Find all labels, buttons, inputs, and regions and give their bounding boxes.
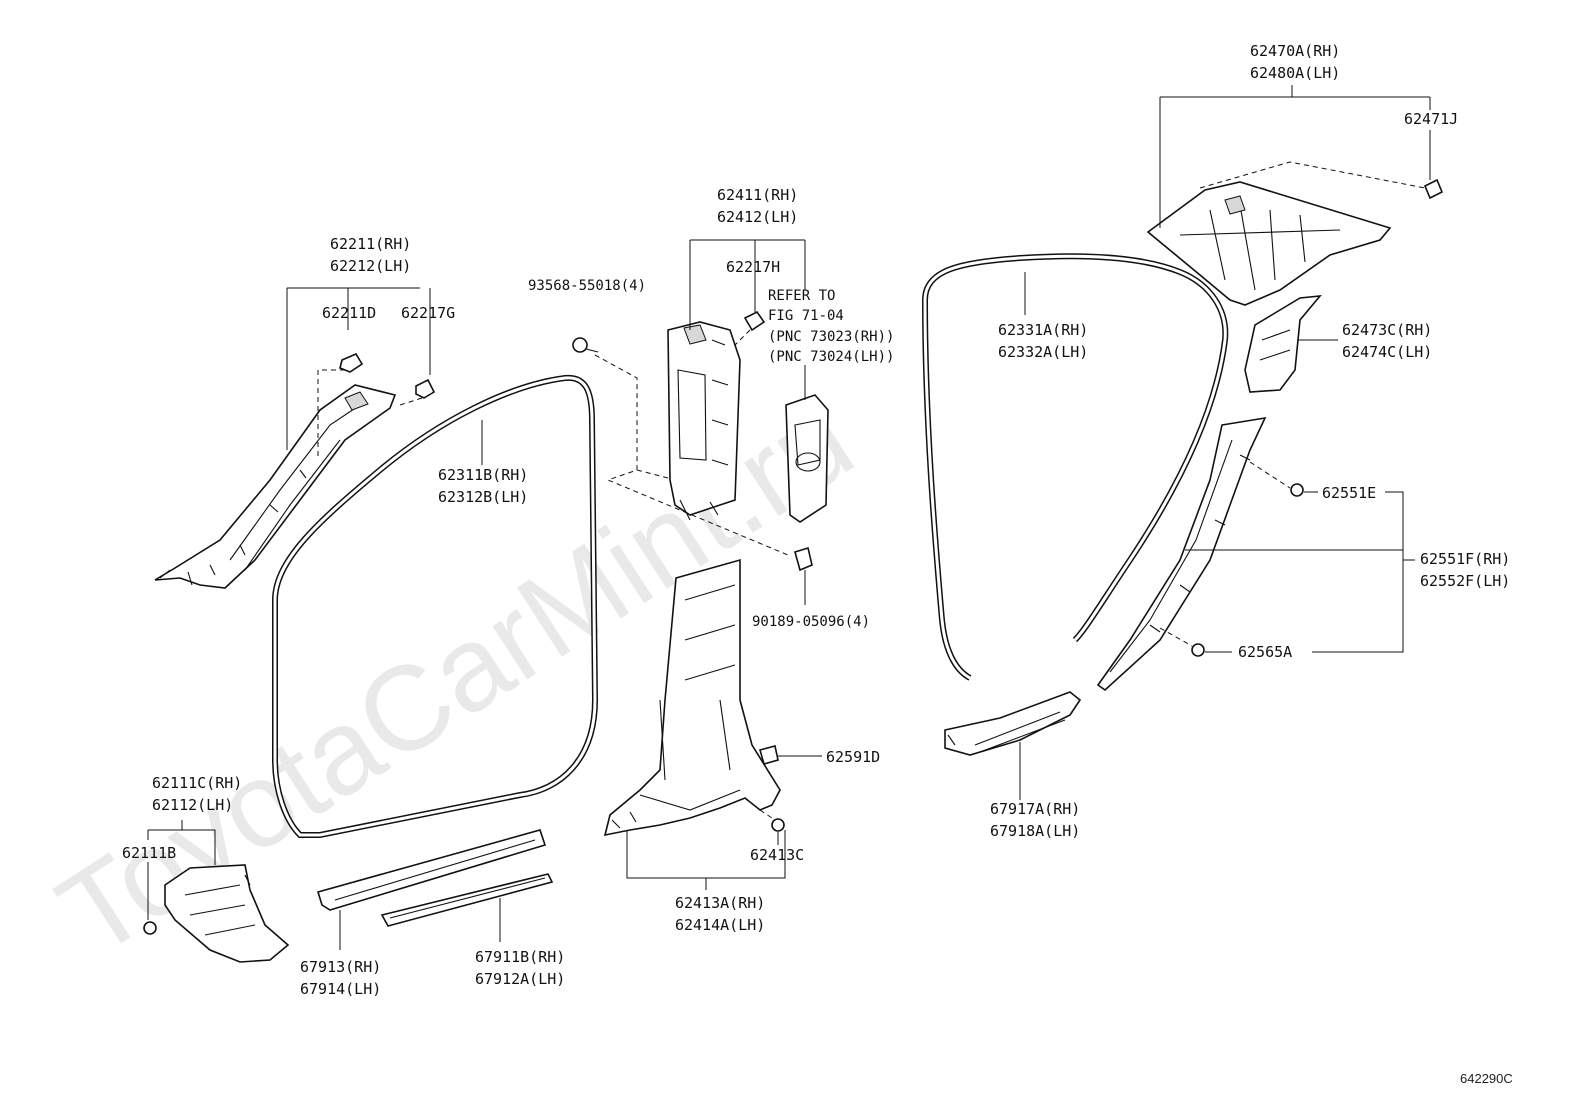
label-62473c-rh: 62473C(RH) (1342, 321, 1432, 339)
label-62470a-rh: 62470A(RH) (1250, 42, 1340, 60)
front-door-scuff-plate[interactable] (316, 829, 547, 911)
center-pillar-lower-garnish[interactable] (603, 558, 781, 837)
label-62413c: 62413C (750, 846, 804, 864)
clip-62211d[interactable] (339, 352, 364, 373)
label-93568: 93568-55018(4) (528, 278, 646, 294)
front-scuff-plate-insert[interactable] (380, 873, 554, 927)
label-refer-fig: FIG 71-04 (768, 308, 844, 324)
label-62411-rh: 62411(RH) (717, 186, 798, 204)
label-refer-pnc-rh: (PNC 73023(RH)) (768, 329, 894, 345)
quarter-pillar-bracket[interactable] (1244, 295, 1322, 393)
center-pillar-upper-garnish[interactable] (667, 321, 741, 521)
label-refer-pnc-lh: (PNC 73024(LH)) (768, 349, 894, 365)
label-62332a-lh: 62332A(LH) (998, 343, 1088, 361)
label-62551f-rh: 62551F(RH) (1420, 550, 1510, 568)
front-door-weatherstrip[interactable] (272, 374, 599, 838)
label-62565a: 62565A (1238, 643, 1292, 661)
label-67914-lh: 67914(LH) (300, 980, 381, 998)
label-90189: 90189-05096(4) (752, 614, 870, 630)
label-62112-lh: 62112(LH) (152, 796, 233, 814)
label-67917a-rh: 67917A(RH) (990, 800, 1080, 818)
label-62412-lh: 62412(LH) (717, 208, 798, 226)
rear-door-weatherstrip[interactable] (921, 253, 1229, 681)
label-62551e: 62551E (1322, 484, 1376, 502)
clip-62551e[interactable] (1290, 483, 1304, 497)
label-62414a-lh: 62414A(LH) (675, 916, 765, 934)
label-62331a-rh: 62331A(RH) (998, 321, 1088, 339)
label-62211d: 62211D (322, 304, 376, 322)
clip-62217g[interactable] (415, 378, 436, 399)
figure-code: 642290C (1460, 1071, 1513, 1086)
label-refer-to: REFER TO (768, 288, 835, 304)
label-62413a-rh: 62413A(RH) (675, 894, 765, 912)
rear-door-opening-trim[interactable] (1096, 416, 1267, 692)
label-62591d: 62591D (826, 748, 880, 766)
seat-belt-cover[interactable] (785, 394, 829, 523)
front-pillar-garnish[interactable] (154, 384, 397, 589)
roof-side-inner-garnish[interactable] (1146, 181, 1392, 306)
label-62471j: 62471J (1404, 110, 1458, 128)
screw-93568[interactable] (572, 337, 599, 353)
label-62480a-lh: 62480A(LH) (1250, 64, 1340, 82)
label-62217g: 62217G (401, 304, 455, 322)
label-62111c-rh: 62111C(RH) (152, 774, 242, 792)
label-62212-lh: 62212(LH) (330, 257, 411, 275)
clip-62217h[interactable] (743, 310, 766, 332)
clip-62471j[interactable] (1423, 178, 1444, 200)
label-62211-rh: 62211(RH) (330, 235, 411, 253)
clip-62591d[interactable] (759, 745, 779, 765)
label-62311b-rh: 62311B(RH) (438, 466, 528, 484)
cowl-side-trim[interactable] (164, 864, 290, 963)
label-67911b-rh: 67911B(RH) (475, 948, 565, 966)
label-62552f-lh: 62552F(LH) (1420, 572, 1510, 590)
label-62111b: 62111B (122, 844, 176, 862)
label-62474c-lh: 62474C(LH) (1342, 343, 1432, 361)
label-62217h: 62217H (726, 258, 780, 276)
label-67918a-lh: 67918A(LH) (990, 822, 1080, 840)
clip-62111b[interactable] (143, 921, 157, 935)
label-62312b-lh: 62312B(LH) (438, 488, 528, 506)
clip-62565a[interactable] (1191, 643, 1205, 657)
clip-62413c[interactable] (771, 818, 785, 832)
watermark: ToyotaCarMint.ru (36, 372, 875, 982)
rear-door-scuff-plate[interactable] (944, 691, 1082, 756)
clip-90189[interactable] (794, 546, 813, 572)
label-67913-rh: 67913(RH) (300, 958, 381, 976)
label-67912a-lh: 67912A(LH) (475, 970, 565, 988)
